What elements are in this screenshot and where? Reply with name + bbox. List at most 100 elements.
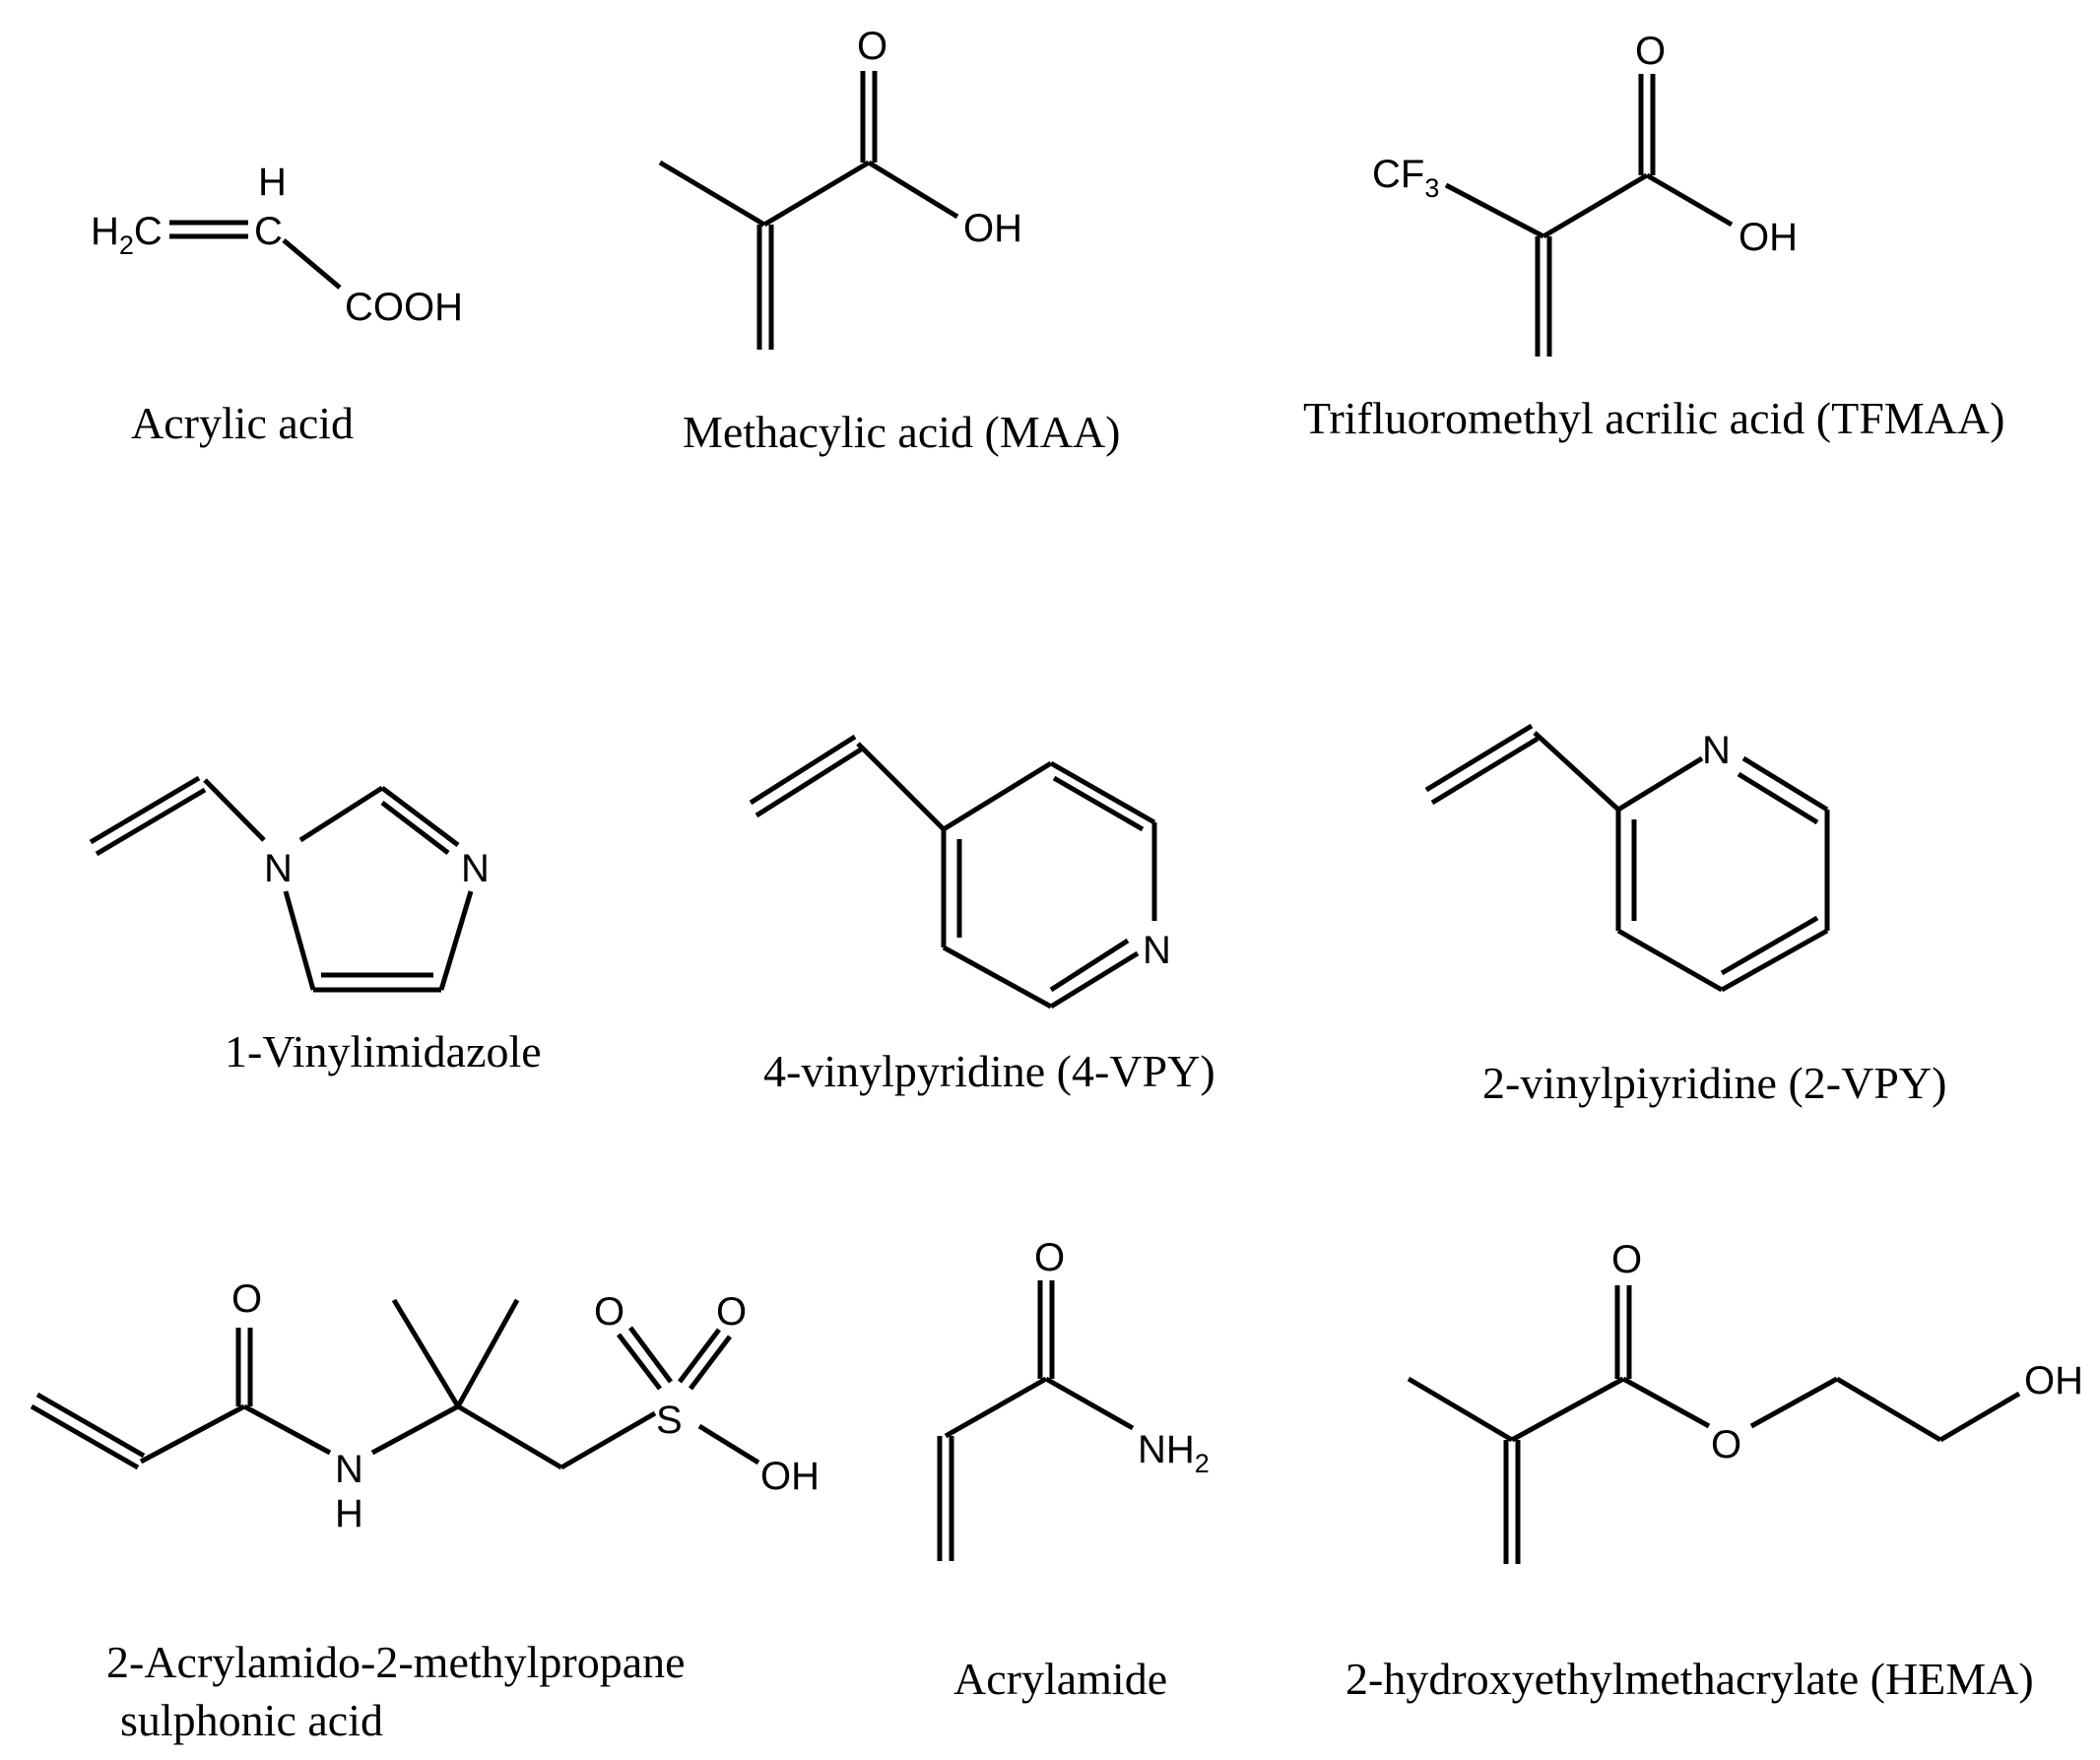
atom-label: S bbox=[656, 1399, 683, 1442]
single-bond bbox=[283, 890, 316, 991]
single-bond bbox=[455, 1298, 520, 1408]
atom-label: O bbox=[857, 25, 887, 68]
single-bond bbox=[1835, 1376, 1942, 1443]
single-bond bbox=[1542, 172, 1649, 239]
ring-bond bbox=[1741, 755, 1829, 813]
atom-label: N bbox=[1702, 729, 1731, 772]
double-bond bbox=[755, 747, 863, 818]
ring-bond bbox=[1737, 771, 1819, 825]
molecule-acrylamide: O NH2 Acrylamide bbox=[937, 1236, 1210, 1704]
single-bond bbox=[1044, 1376, 1135, 1431]
caption-vinylimidazole: 1-Vinylimidazole bbox=[225, 1026, 542, 1076]
molecule-acrylic-acid: H2C H C COOH Acrylic acid bbox=[91, 161, 463, 448]
single-bond bbox=[282, 238, 342, 290]
single-bond bbox=[559, 1410, 657, 1470]
double-bond bbox=[689, 1335, 732, 1391]
atom-label: N bbox=[264, 847, 293, 890]
single-bond bbox=[456, 1403, 563, 1470]
double-bond bbox=[95, 787, 207, 857]
ring-bond bbox=[1616, 755, 1704, 813]
atom-label: O bbox=[716, 1290, 747, 1334]
single-bond bbox=[1444, 182, 1545, 239]
caption-acrylamide: Acrylamide bbox=[953, 1654, 1167, 1704]
double-bond bbox=[617, 1333, 662, 1391]
caption-acrylic-acid: Acrylic acid bbox=[131, 398, 354, 448]
ring-bond bbox=[1616, 928, 1724, 993]
ring-bond bbox=[942, 760, 1053, 832]
ring-bond bbox=[1049, 938, 1130, 993]
molecule-amps: O N H S O O OH 2-Acrylamido-2-methylprop… bbox=[30, 1277, 820, 1745]
atom-label: O bbox=[1635, 30, 1666, 73]
double-bond bbox=[35, 1392, 146, 1459]
ring-bond bbox=[1720, 915, 1819, 976]
ring-bond bbox=[1052, 775, 1145, 832]
single-bond bbox=[867, 160, 959, 220]
single-bond bbox=[370, 1403, 460, 1456]
atom-label: N bbox=[461, 847, 490, 890]
caption-2-vpy: 2-vinylpiyridine (2-VPY) bbox=[1482, 1058, 1946, 1108]
single-bond bbox=[1621, 1376, 1711, 1429]
single-bond bbox=[658, 160, 766, 228]
single-bond bbox=[391, 1298, 461, 1408]
atom-label: O bbox=[231, 1277, 262, 1321]
single-bond bbox=[1407, 1376, 1514, 1443]
single-bond bbox=[762, 160, 871, 228]
molecule-vinylimidazole: N N 1-Vinylimidazole bbox=[89, 775, 542, 1076]
atom-label: H bbox=[258, 161, 287, 204]
double-bond bbox=[380, 786, 460, 847]
double-bond bbox=[89, 775, 201, 845]
single-bond bbox=[203, 778, 266, 842]
single-bond bbox=[242, 1403, 332, 1456]
single-bond bbox=[1749, 1376, 1839, 1429]
atom-label: N bbox=[335, 1448, 363, 1491]
caption-amps-line1: 2-Acrylamido-2-methylpropane bbox=[106, 1637, 686, 1687]
double-bond bbox=[678, 1328, 721, 1384]
atom-label: OH bbox=[760, 1455, 820, 1498]
caption-maa: Methacylic acid (MAA) bbox=[683, 407, 1121, 457]
atom-label: COOH bbox=[345, 286, 463, 329]
double-bond bbox=[749, 734, 857, 806]
atom-label: N bbox=[1143, 929, 1171, 972]
single-bond bbox=[1938, 1391, 2021, 1443]
atom-label: NH2 bbox=[1138, 1428, 1210, 1478]
caption-tfmaa: Trifluoromethyl acrilic acid (TFMAA) bbox=[1303, 393, 2004, 443]
single-bond bbox=[438, 890, 474, 991]
caption-4-vpy: 4-vinylpyridine (4-VPY) bbox=[763, 1046, 1215, 1096]
molecule-maa: O OH Methacylic acid (MAA) bbox=[658, 25, 1121, 457]
atom-label: CF3 bbox=[1372, 153, 1439, 203]
atom-label: O bbox=[1611, 1238, 1642, 1281]
double-bond bbox=[1430, 736, 1540, 806]
single-bond bbox=[1533, 731, 1620, 812]
caption-hema: 2-hydroxyethylmethacrylate (HEMA) bbox=[1345, 1654, 2034, 1704]
atom-label: O bbox=[1034, 1236, 1065, 1279]
molecule-2-vpy: N 2-vinylpiyridine (2-VPY) bbox=[1424, 723, 1946, 1108]
single-bond bbox=[856, 742, 946, 831]
single-bond bbox=[298, 785, 384, 843]
molecule-tfmaa: CF3 O OH Trifluoromethyl acrilic acid (T… bbox=[1303, 30, 2004, 443]
single-bond bbox=[1645, 172, 1734, 228]
double-bond bbox=[30, 1403, 140, 1470]
ring-bond bbox=[1720, 928, 1829, 993]
atom-label: H bbox=[335, 1492, 363, 1535]
single-bond bbox=[1510, 1376, 1625, 1443]
atom-label: OH bbox=[963, 207, 1022, 250]
ring-bond bbox=[942, 945, 1053, 1010]
double-bond bbox=[1424, 723, 1534, 793]
ring-bond bbox=[1049, 760, 1156, 825]
single-bond bbox=[944, 1376, 1048, 1439]
atom-label: H2C bbox=[91, 210, 163, 260]
atom-label: OH bbox=[1739, 216, 1798, 259]
single-bond bbox=[697, 1423, 760, 1466]
single-bond bbox=[139, 1403, 246, 1465]
atom-label: C bbox=[254, 210, 283, 253]
molecule-4-vpy: N 4-vinylpyridine (4-VPY) bbox=[749, 734, 1215, 1096]
atom-label: OH bbox=[2024, 1359, 2083, 1402]
ring-bond bbox=[1049, 950, 1140, 1010]
double-bond bbox=[380, 801, 450, 855]
atom-label: O bbox=[594, 1290, 624, 1334]
double-bond bbox=[627, 1326, 674, 1384]
caption-amps-line2: sulphonic acid bbox=[120, 1695, 383, 1745]
atom-label: O bbox=[1711, 1423, 1741, 1467]
molecule-hema: O O OH 2-hydroxyethylmethacrylate (HEMA) bbox=[1345, 1238, 2083, 1704]
